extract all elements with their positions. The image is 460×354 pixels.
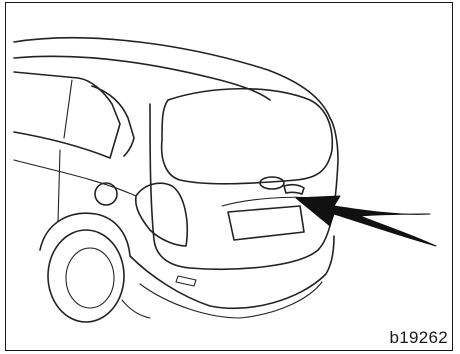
roof-line	[14, 38, 330, 118]
liftgate-handle	[284, 185, 304, 194]
body-side-line	[14, 160, 136, 196]
figure-id-label: b19262	[389, 328, 448, 348]
taillight	[136, 183, 188, 246]
bumper-lower	[140, 282, 322, 318]
reflector	[176, 276, 196, 286]
rear-windshield	[162, 89, 333, 184]
window-pillar	[64, 80, 72, 138]
pointer-arrow	[296, 196, 436, 246]
rear-wheel	[48, 230, 124, 322]
license-plate	[228, 206, 304, 240]
rear-wheel-rim	[66, 248, 114, 308]
door-line	[58, 150, 60, 222]
under-body	[122, 300, 150, 318]
fuel-door	[95, 183, 117, 205]
roof-rail	[14, 56, 270, 100]
